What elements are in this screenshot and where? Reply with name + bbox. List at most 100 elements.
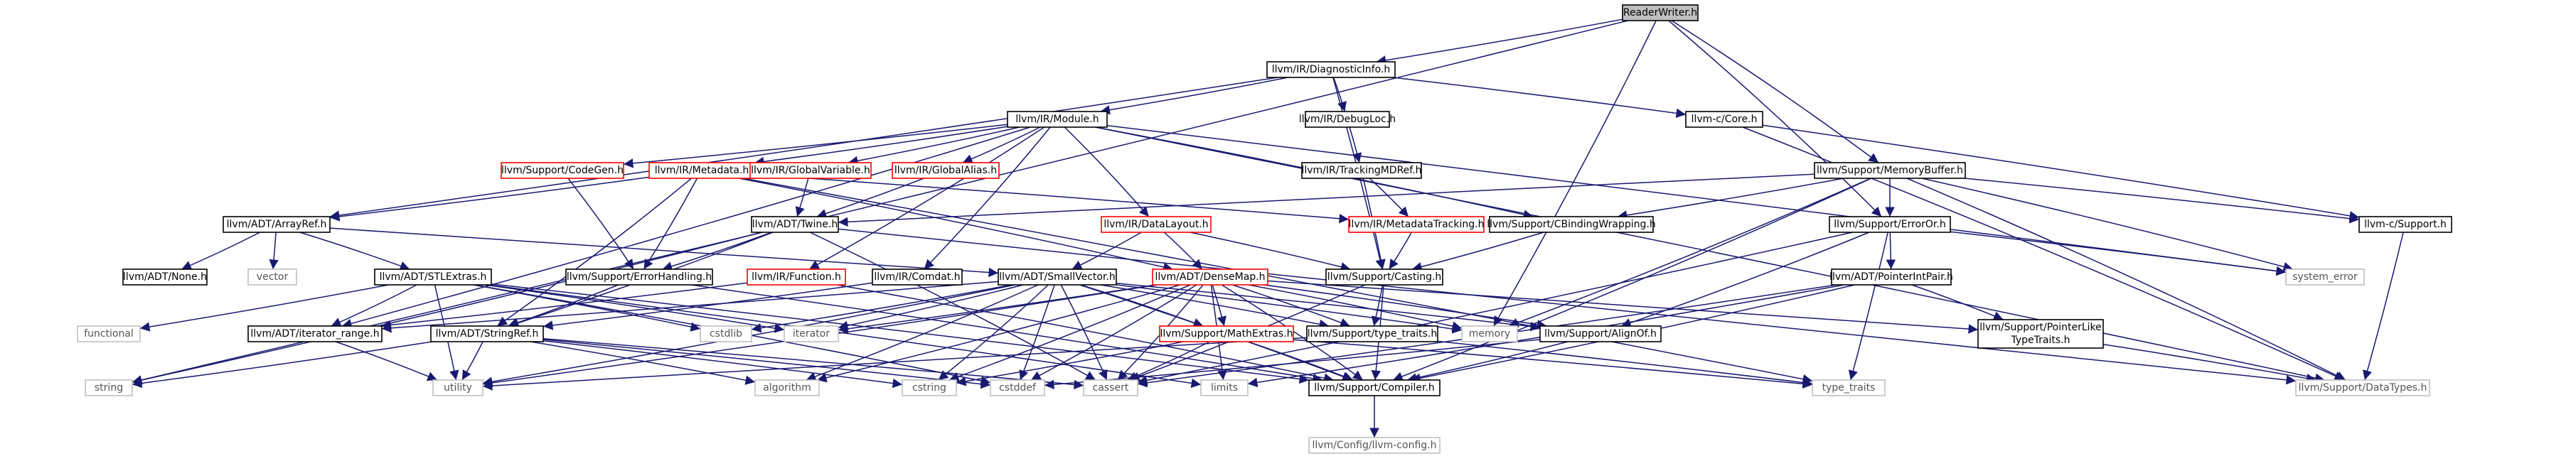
node-pointerintpair[interactable]: llvm/ADT/PointerIntPair.h [1829,269,1953,286]
node-box [784,325,839,342]
edge-line [1964,178,2360,224]
node-label: llvm/Config/llvm-config.h [1313,440,1437,451]
node-comdat[interactable]: llvm/IR/Comdat.h [872,269,963,286]
node-box [1308,379,1441,396]
edge-memorybuffer-to-csupport [1964,178,2360,224]
node-mdtracking[interactable]: llvm/IR/MetadataTracking.h [1348,216,1485,233]
node-label: llvm/Support/MemoryBuffer.h [1817,165,1963,176]
edge-line [754,173,1350,224]
edge-line [1064,126,1150,217]
node-label: llvm/Support/CodeGen.h [501,165,624,176]
node-cstddef: cstddef [990,379,1045,396]
edge-smallvector-to-memory [1116,284,1463,334]
node-alignof[interactable]: llvm/Support/AlignOf.h [1539,325,1662,342]
edge-line [132,341,433,389]
edge-smallvector-to-cstddef [1019,284,1055,381]
node-cstring: cstring [902,379,957,396]
edge-stlextras-to-cstdlib [473,284,701,332]
node-csupport[interactable]: llvm-c/Support.h [2358,216,2452,233]
node-memorybuffer[interactable]: llvm/Support/MemoryBuffer.h [1814,162,1966,179]
node-erroror[interactable]: llvm/Support/ErrorOr.h [1829,216,1951,233]
edge-line [1100,77,1288,115]
edge-stringref-to-cstring [543,340,903,389]
node-function[interactable]: llvm/IR/Function.h [747,269,846,286]
node-box [1489,216,1654,233]
node-stringref[interactable]: llvm/ADT/StringRef.h [430,325,544,342]
edge-line [806,284,1039,381]
node-densemap[interactable]: llvm/ADT/DenseMap.h [1152,269,1268,286]
node-box [2285,269,2365,286]
edge-stlextras-to-functional [139,284,389,332]
edge-arrayref-to-vector [269,232,279,270]
node-globalalias[interactable]: llvm/IR/GlobalAlias.h [892,162,1000,179]
node-label: system_error [2292,271,2358,283]
node-none[interactable]: llvm/ADT/None.h [122,269,208,286]
node-module[interactable]: llvm/IR/Module.h [1007,111,1108,128]
node-ccore[interactable]: llvm-c/Core.h [1685,111,1763,128]
edge-line [924,126,1051,270]
edge-line [543,338,1084,390]
node-stlextras[interactable]: llvm/ADT/STLExtras.h [374,269,492,286]
edge-module-to-metadata [754,126,1008,167]
node-twine[interactable]: llvm/ADT/Twine.h [751,216,839,233]
edge-line [795,178,809,217]
edge-line [739,178,1173,272]
node-debugloc[interactable]: llvm/IR/DebugLoc.h [1299,111,1396,128]
edge-line [543,339,991,389]
node-codegen[interactable]: llvm/Support/CodeGen.h [501,162,624,179]
edge-line [1392,178,1872,381]
edge-iteratorrange-to-utility [335,341,438,381]
node-root[interactable]: ReaderWriter.h [1622,4,1699,21]
edge-line [139,284,389,332]
node-cbinding[interactable]: llvm/Support/CBindingWrapping.h [1487,216,1656,233]
node-limits: limits [1200,379,1249,396]
node-metadata[interactable]: llvm/IR/Metadata.h [648,162,755,179]
node-label: vector [257,271,289,283]
node-label: memory [1469,328,1511,340]
node-trackingmd[interactable]: llvm/IR/TrackingMDRef.h [1301,162,1422,179]
edge-trackingmd-to-mdtracking [1369,178,1409,217]
node-errorhandling[interactable]: llvm/Support/ErrorHandling.h [565,269,713,286]
node-label: llvm/Support/Casting.h [1327,271,1442,283]
edge-line [341,126,1031,328]
node-arrayref[interactable]: llvm/ADT/ArrayRef.h [223,216,331,233]
edge-pointerintpair-to-ptrliketraits [1911,284,2004,321]
edge-line [482,284,1015,386]
node-box [1831,269,1952,286]
edge-line [838,173,1815,227]
node-smallvector[interactable]: llvm/ADT/SmallVector.h [998,269,1117,286]
node-box [1977,319,2104,349]
node-box [749,162,872,179]
node-box [1159,325,1294,342]
node-box [1461,325,1518,342]
node-typetraits[interactable]: llvm/Support/type_traits.h [1306,325,1438,342]
edge-module-to-globalvar [848,126,1020,166]
edge-line [1163,232,1203,270]
node-iteratorrange[interactable]: llvm/ADT/iterator_range.h [247,325,383,342]
edge-smallvector-to-cstring [938,284,1049,381]
node-box [902,379,957,396]
edge-line [962,126,1041,163]
node-label: llvm/IR/TrackingMDRef.h [1301,165,1421,176]
node-diaginfo[interactable]: llvm/IR/DiagnosticInfo.h [1266,61,1396,78]
node-label: llvm/ADT/ArrayRef.h [227,219,327,230]
node-mathextras[interactable]: llvm/Support/MathExtras.h [1159,325,1294,342]
edge-line [1493,20,1657,327]
edge-arrayref-to-none [181,232,261,270]
edge-densemap-to-mathextras [1212,284,1226,327]
edge-line [1116,284,1463,334]
edge-debugloc-to-trackingmd [1349,126,1362,163]
node-globalvar[interactable]: llvm/IR/GlobalVariable.h [749,162,872,179]
node-compiler[interactable]: llvm/Support/Compiler.h [1308,379,1441,396]
edge-metadata-to-stdtypetraits [742,178,1813,384]
node-datatypes: llvm/Support/DataTypes.h [2295,379,2430,396]
edge-diaginfo-to-debugloc [1332,77,1347,112]
edges-layer [132,18,2404,438]
node-casting[interactable]: llvm/Support/Casting.h [1325,269,1443,286]
edge-line [1620,232,1870,327]
edge-densemap-to-cstddef [1030,284,1197,381]
node-datalayout[interactable]: llvm/IR/DataLayout.h [1101,216,1212,233]
node-box [2295,379,2430,396]
node-box [1814,162,1966,179]
